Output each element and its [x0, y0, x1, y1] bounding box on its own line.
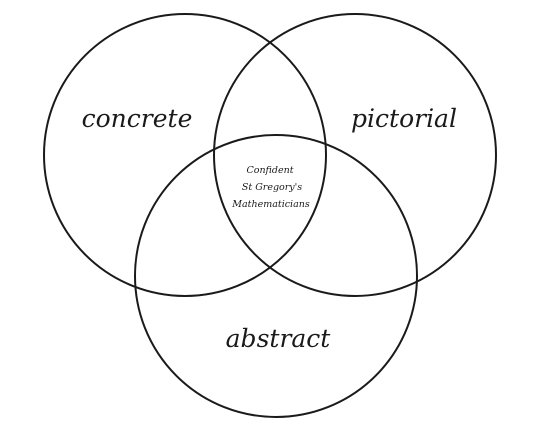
- set-label-pictorial: pictorial: [351, 104, 457, 133]
- circle-pictorial: [213, 13, 497, 297]
- center-label-line-2: St Gregory's: [242, 182, 302, 193]
- set-label-concrete: concrete: [82, 104, 193, 133]
- center-label-line-3: Mathematicians: [231, 199, 310, 210]
- set-label-abstract: abstract: [226, 324, 332, 353]
- circle-abstract: [134, 134, 418, 418]
- center-label-line-1: Confident: [246, 165, 293, 176]
- circle-concrete: [43, 13, 327, 297]
